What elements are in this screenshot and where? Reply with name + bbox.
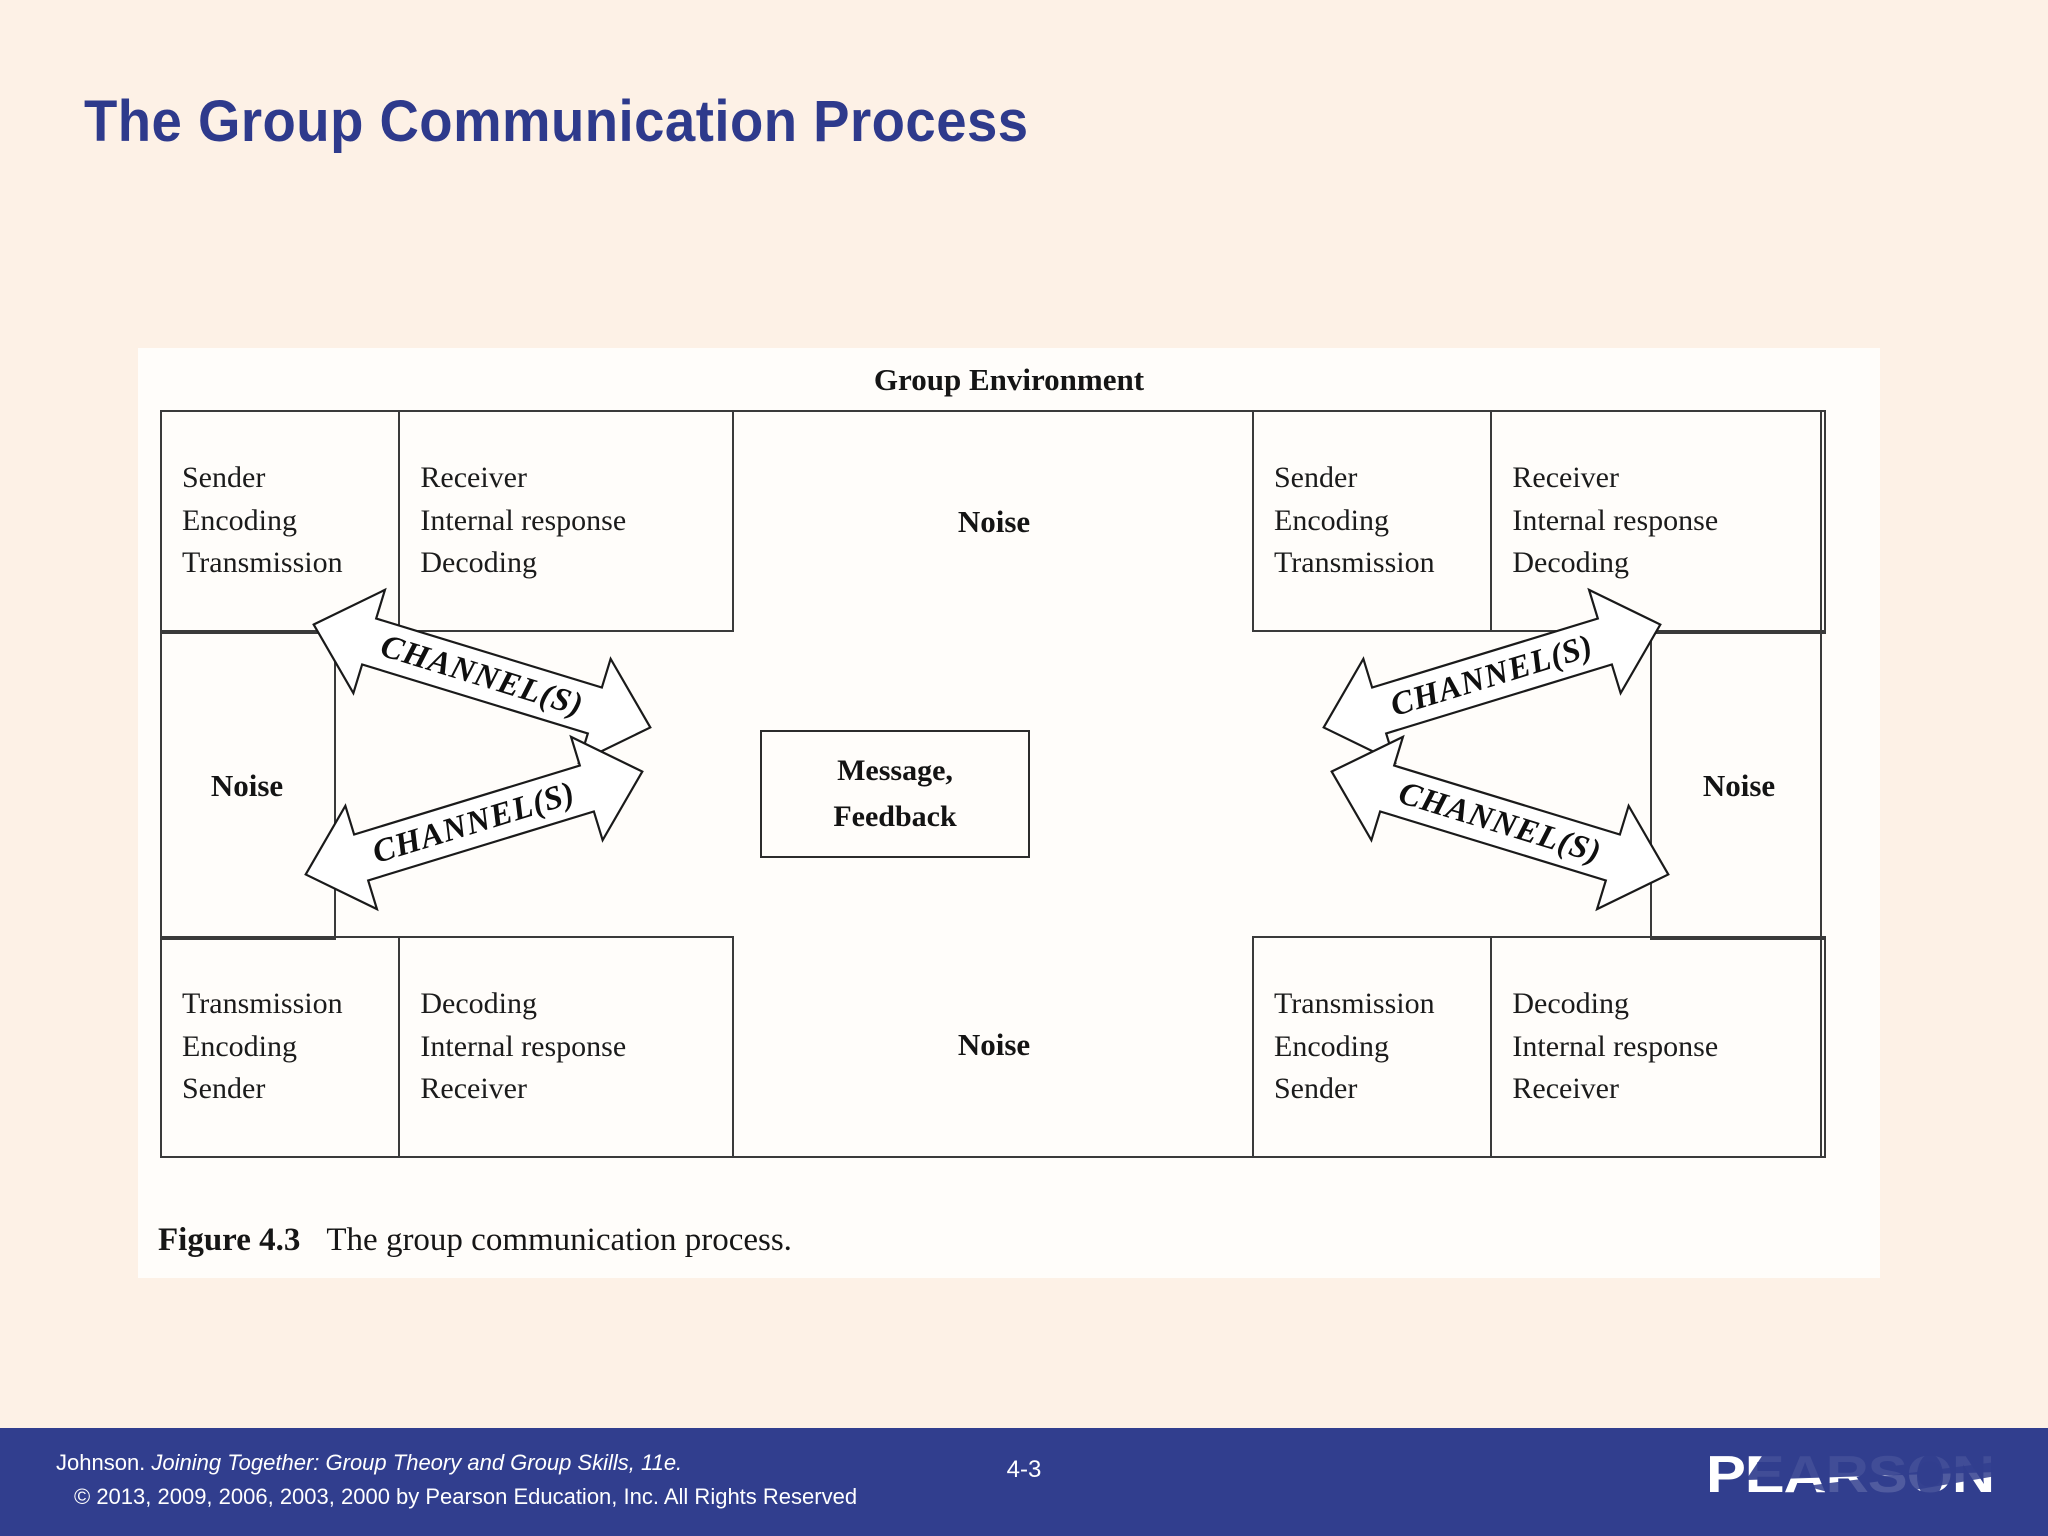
cell-text: Encoding bbox=[182, 503, 297, 537]
channel-arrow-lower-left-icon: CHANNEL(S) bbox=[283, 707, 666, 938]
box-top-left-col-sender: Sender Encoding Transmission bbox=[162, 412, 401, 630]
footer-bar: Johnson. Joining Together: Group Theory … bbox=[0, 1428, 2048, 1536]
cell-text: Transmission bbox=[1274, 546, 1435, 580]
figure-caption: Figure 4.3 The group communication proces… bbox=[158, 1222, 792, 1259]
cell-text: Decoding bbox=[1512, 546, 1630, 580]
noise-text: Noise bbox=[210, 768, 284, 803]
channel-arrow-upper-left-icon: CHANNEL(S) bbox=[291, 560, 674, 791]
box-bottom-right: Transmission Encoding Sender Decoding In… bbox=[1252, 936, 1826, 1158]
cell-text: Encoding bbox=[1274, 503, 1389, 537]
cell-text: Encoding bbox=[1274, 1029, 1389, 1063]
box-top-left: Sender Encoding Transmission Receiver In… bbox=[160, 410, 734, 632]
cell-text: Decoding bbox=[420, 546, 538, 580]
noise-label-left: Noise bbox=[160, 632, 336, 940]
figure-caption-number: Figure 4.3 bbox=[158, 1222, 301, 1258]
message-feedback-box: Message, Feedback bbox=[760, 730, 1030, 858]
noise-label-top: Noise bbox=[736, 412, 1252, 632]
footer-credit: Johnson. Joining Together: Group Theory … bbox=[56, 1446, 857, 1514]
message-line: Message, bbox=[837, 753, 953, 787]
group-environment-frame: Sender Encoding Transmission Receiver In… bbox=[160, 410, 1826, 1158]
cell-text: Decoding bbox=[1512, 987, 1630, 1021]
copyright-text: © 2013, 2009, 2006, 2003, 2000 by Pearso… bbox=[74, 1484, 858, 1510]
cell-text: Decoding bbox=[420, 987, 538, 1021]
cell-text: Transmission bbox=[182, 987, 343, 1021]
cell-text: Transmission bbox=[182, 546, 343, 580]
credit-book-title: Joining Together: Group Theory and Group… bbox=[151, 1450, 683, 1475]
cell-text: Sender bbox=[182, 1072, 266, 1106]
page-title: The Group Communication Process bbox=[84, 89, 1029, 154]
cell-text: Receiver bbox=[420, 1072, 527, 1106]
cell-text: Receiver bbox=[1512, 1072, 1619, 1106]
cell-text: Internal response bbox=[1512, 503, 1719, 537]
channel-arrow-lower-right-icon: CHANNEL(S) bbox=[1309, 707, 1692, 938]
cell-text: Encoding bbox=[182, 1029, 297, 1063]
box-bottom-left-col-decoding: Decoding Internal response Receiver bbox=[400, 938, 732, 1156]
box-bottom-right-col-transmission: Transmission Encoding Sender bbox=[1254, 938, 1493, 1156]
cell-text: Receiver bbox=[420, 461, 527, 495]
cell-text: Internal response bbox=[1512, 1029, 1719, 1063]
feedback-line: Feedback bbox=[833, 800, 957, 833]
box-bottom-left-col-transmission: Transmission Encoding Sender bbox=[162, 938, 401, 1156]
pearson-logo: PEARSON bbox=[1706, 1446, 1996, 1504]
box-bottom-right-col-decoding: Decoding Internal response Receiver bbox=[1492, 938, 1824, 1156]
cell-text: Receiver bbox=[1512, 461, 1619, 495]
box-top-left-col-receiver: Receiver Internal response Decoding bbox=[400, 412, 732, 630]
box-bottom-left: Transmission Encoding Sender Decoding In… bbox=[160, 936, 734, 1158]
figure-panel: Group Environment Sender Encoding Transm… bbox=[138, 348, 1880, 1278]
noise-text: Noise bbox=[957, 504, 1031, 539]
cell-text: Sender bbox=[182, 461, 266, 495]
cell-text: Sender bbox=[1274, 461, 1358, 495]
box-top-right: Sender Encoding Transmission Receiver In… bbox=[1252, 410, 1826, 632]
noise-text: Noise bbox=[957, 1027, 1031, 1062]
noise-label-right: Noise bbox=[1650, 632, 1826, 940]
cell-text: Internal response bbox=[420, 1029, 627, 1063]
cell-text: Sender bbox=[1274, 1072, 1358, 1106]
cell-text: Transmission bbox=[1274, 987, 1435, 1021]
slide-number: 4-3 bbox=[1006, 1456, 1042, 1483]
group-environment-label: Group Environment bbox=[873, 362, 1145, 397]
noise-label-bottom: Noise bbox=[736, 934, 1252, 1156]
noise-text: Noise bbox=[1702, 768, 1776, 803]
figure-caption-text: The group communication process. bbox=[326, 1222, 792, 1258]
credit-author: Johnson. bbox=[56, 1450, 146, 1475]
cell-text: Internal response bbox=[420, 503, 627, 537]
box-top-right-col-sender: Sender Encoding Transmission bbox=[1254, 412, 1493, 630]
box-top-right-col-receiver: Receiver Internal response Decoding bbox=[1492, 412, 1824, 630]
